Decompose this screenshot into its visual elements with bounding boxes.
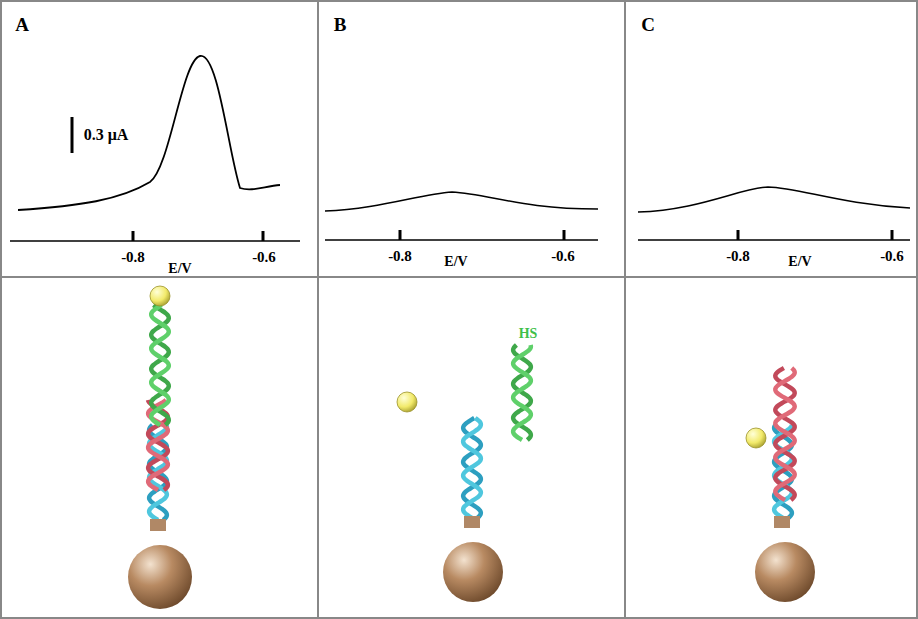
panel-divider	[0, 276, 918, 278]
axis-label: E/V	[788, 255, 811, 269]
panel-divider	[317, 0, 319, 619]
panel-letter: B	[334, 15, 347, 34]
dna-strand	[775, 368, 794, 500]
dna-strand	[151, 305, 169, 425]
axis-label: E/V	[444, 255, 467, 269]
gold-nanoparticle	[150, 286, 766, 448]
tick-label: -0.6	[551, 249, 575, 264]
panel-letter: A	[15, 15, 29, 34]
panel-letter: C	[641, 15, 655, 34]
voltammogram-curve	[325, 192, 598, 211]
scale-bar	[71, 117, 74, 153]
dna-strand	[151, 305, 169, 425]
dna-strand	[463, 418, 481, 518]
dna-strand	[513, 345, 531, 440]
axes	[10, 117, 910, 241]
tick-label: -0.8	[388, 249, 412, 264]
tick-label: -0.8	[121, 250, 145, 265]
panel-divider	[624, 0, 626, 619]
dna-strand	[513, 345, 531, 440]
dna-illustration	[148, 305, 795, 520]
tick-label: -0.6	[880, 249, 904, 264]
electrode-bead	[128, 516, 815, 609]
scale-label: 0.3 μA	[84, 127, 129, 143]
tick-label: -0.6	[252, 250, 276, 265]
dna-strand	[463, 418, 481, 518]
dna-strand	[775, 368, 794, 500]
strand-label: HS	[519, 327, 538, 341]
voltammogram-curve	[18, 56, 280, 210]
voltammogram-curve	[638, 187, 910, 212]
axis-label: E/V	[168, 262, 191, 276]
tick-label: -0.8	[726, 249, 750, 264]
